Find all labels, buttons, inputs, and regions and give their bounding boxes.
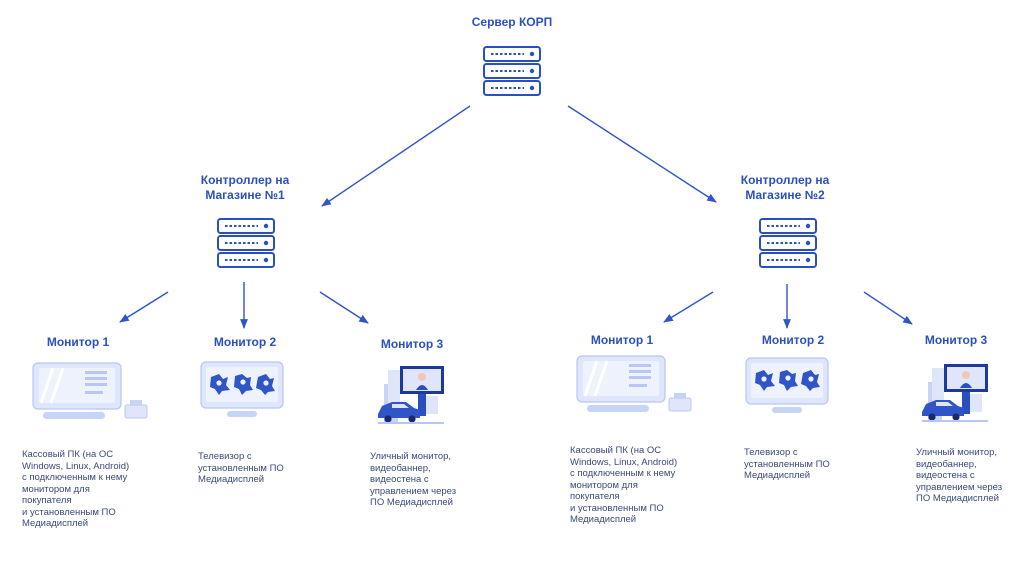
controller-1-server-icon [217,218,275,268]
controller-2-server-icon [759,218,817,268]
store-2-monitor-3-description: Уличный монитор, видеобаннер, видеостена… [916,447,1003,504]
controller-1-title: Контроллер на Магазине №1 [200,173,290,202]
arrow-controller-1-to-monitor-3 [319,291,369,324]
tv-icon [200,361,284,418]
street-monitor-icon [378,366,444,424]
store-2-monitor-3-title: Монитор 3 [924,333,988,347]
street-monitor-icon [922,364,988,422]
tv-icon [745,357,829,414]
arrow-controller-2-to-monitor-3 [863,291,913,325]
store-1-monitor-1-description: Кассовый ПК (на ОС Windows, Linux, Andro… [22,449,130,529]
store-2-monitor-2-title: Монитор 2 [761,333,825,347]
arrow-controller-1-to-monitor-1 [119,291,169,323]
store-2-monitor-1-title: Монитор 1 [590,333,654,347]
store-1-monitor-3-title: Монитор 3 [380,337,444,351]
store-1-monitor-3-description: Уличный монитор, видеобаннер, видеостена… [370,451,457,508]
server-title: Сервер КОРП [471,15,553,29]
store-1-monitor-2-title: Монитор 2 [213,335,277,349]
controller-2-title: Контроллер на Магазине №2 [740,173,830,202]
arrow-controller-2-to-monitor-1 [663,291,714,323]
cashier-pc-icon [31,361,149,421]
store-2-monitor-2-description: Телевизор с установленным ПО Медиадиспле… [744,447,830,481]
arrow-server-to-controller-1 [321,105,471,207]
store-1-monitor-1-title: Монитор 1 [46,335,110,349]
store-1-monitor-2-description: Телевизор с установленным ПО Медиадиспле… [198,451,284,485]
store-2-monitor-1-description: Кассовый ПК (на ОС Windows, Linux, Andro… [570,445,678,525]
server-icon [483,46,541,96]
cashier-pc-icon [575,354,693,414]
arrow-server-to-controller-2 [567,105,717,203]
